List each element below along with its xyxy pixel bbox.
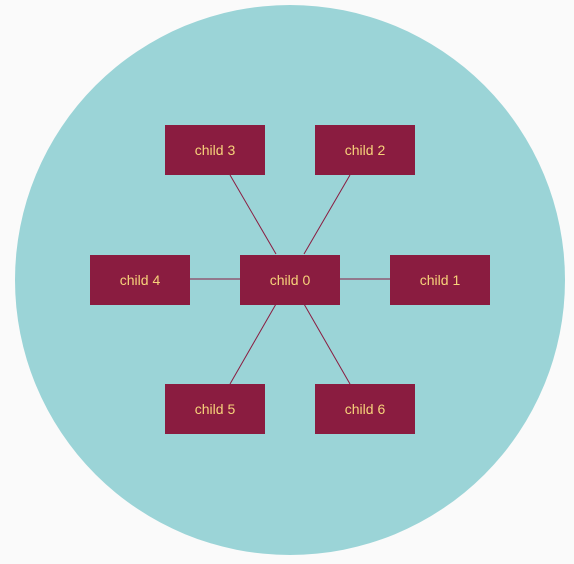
node-child-2[interactable]: child 2: [315, 125, 415, 175]
node-child-0[interactable]: child 0: [240, 255, 340, 305]
node-child-4[interactable]: child 4: [90, 255, 190, 305]
node-child-3[interactable]: child 3: [165, 125, 265, 175]
link-child0-child2: [303, 174, 351, 255]
node-child-1[interactable]: child 1: [390, 255, 490, 305]
node-child-6[interactable]: child 6: [315, 384, 415, 434]
link-child0-child3: [229, 174, 277, 255]
link-child0-child6: [303, 303, 351, 385]
link-child0-child5: [229, 303, 277, 385]
node-child-5[interactable]: child 5: [165, 384, 265, 434]
